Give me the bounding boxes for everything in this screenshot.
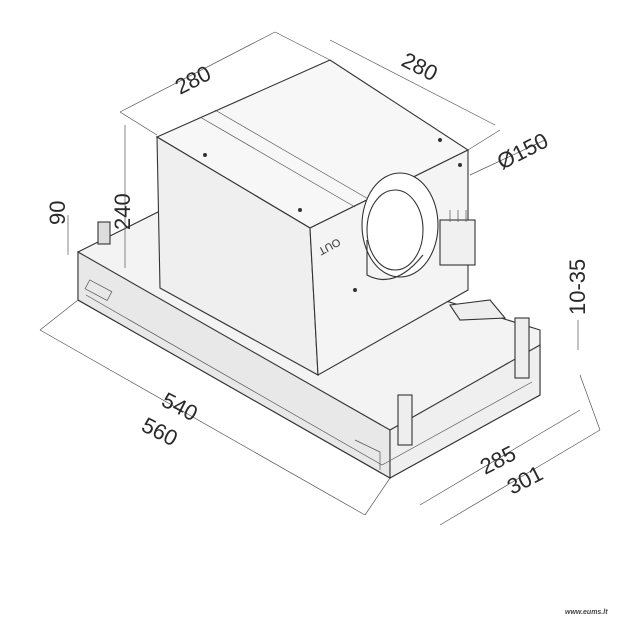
dim-box-width: 280 (398, 47, 442, 86)
dim-box-height: 240 (110, 193, 135, 230)
dim-bracket-adjust: 10-35 (565, 259, 590, 315)
dimension-lines (39, 31, 601, 526)
dim-duct-diameter: Ø150 (493, 128, 552, 175)
duct-outlet (361, 172, 439, 280)
connector-block (439, 210, 476, 266)
mounting-brackets (97, 221, 530, 446)
watermark: www.eums.lt (565, 609, 608, 616)
dim-tray-height: 90 (45, 201, 70, 225)
